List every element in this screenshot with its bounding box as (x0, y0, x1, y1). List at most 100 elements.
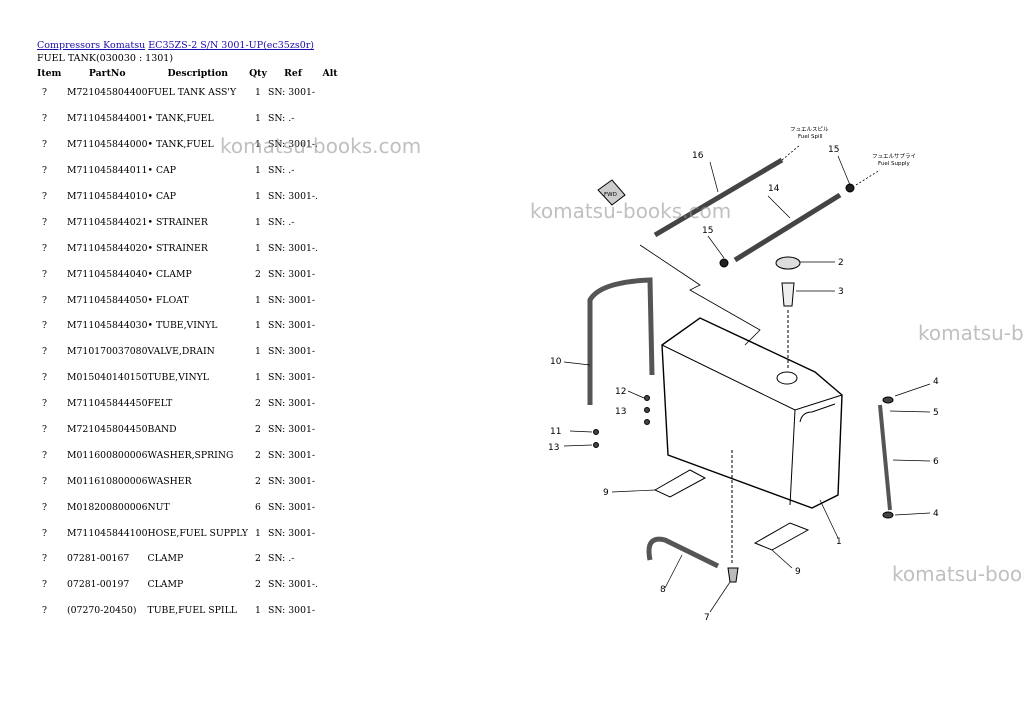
cell-part: M711045844020 (67, 242, 148, 254)
cell-item: ? (42, 294, 47, 306)
cell-desc: BAND (147, 424, 177, 436)
cell-item: ? (42, 553, 47, 565)
cell-part: M710170037080 (67, 346, 148, 358)
cell-ref: SN: 3001- (267, 501, 316, 513)
cell-item: ? (42, 165, 47, 177)
clamp-right (845, 183, 855, 193)
callout-9b: 9 (795, 567, 801, 577)
callout-4a: 4 (933, 377, 939, 387)
cell-item: ? (42, 372, 47, 384)
tube-fuel-spill (653, 157, 784, 238)
breadcrumb-link-compressors[interactable]: Compressors Komatsu (37, 40, 146, 51)
cell-item: ? (42, 113, 47, 125)
cell-qty: 2 (255, 579, 261, 591)
cell-ref: SN: 3001- (267, 372, 316, 384)
cell-part: M015040140150 (67, 372, 148, 384)
fuel-tank-front-edge (789, 409, 796, 506)
cell-part: M711045844001 (67, 113, 148, 125)
spill-arrow (781, 144, 801, 161)
cell-ref: SN: 3001- (267, 87, 316, 99)
header-partno: PartNo (88, 67, 126, 79)
header-description: Description (167, 67, 229, 79)
tube-fuel-supply (733, 192, 842, 263)
cell-qty: 1 (255, 191, 261, 202)
callout-11: 11 (550, 427, 561, 437)
fwd-text: FWD (604, 192, 617, 198)
cell-item: ? (42, 501, 47, 513)
header-ref: Ref (284, 67, 302, 79)
cell-desc: • TANK,FUEL (147, 139, 214, 151)
fuel-tank-filler-neck (776, 371, 798, 385)
cell-item: ? (42, 320, 47, 332)
callout-14: 14 (768, 184, 780, 194)
cell-part: M711045844010 (67, 191, 148, 202)
cell-ref: SN: 3001- (267, 294, 316, 306)
cell-part: M711045844000 (67, 139, 148, 151)
callout-15a: 15 (702, 226, 713, 236)
callout-13a: 13 (615, 407, 626, 417)
breadcrumb: Compressors Komatsu EC35ZS-2 S/N 3001-UP… (37, 40, 314, 51)
hose-fuel-supply (646, 536, 720, 569)
table-header-row: Item PartNo Description Qty Ref Alt (37, 66, 342, 80)
parts-table: Item PartNo Description Qty Ref Alt ?M72… (37, 66, 342, 624)
callout-1: 1 (836, 537, 842, 547)
strainer-part (781, 282, 795, 307)
cell-item: ? (42, 346, 47, 358)
cell-item: ? (42, 475, 47, 487)
callout-15b: 15 (828, 145, 839, 155)
cell-qty: 1 (255, 372, 261, 384)
cell-qty: 1 (255, 605, 261, 617)
cell-qty: 1 (255, 346, 261, 358)
cell-part: M711045844011 (67, 165, 148, 177)
cell-ref: SN: .- (267, 553, 295, 565)
cell-qty: 1 (255, 113, 261, 125)
cell-part: M721045804400 (67, 87, 148, 99)
cell-part: M711045844450 (67, 398, 148, 410)
callout-4b: 4 (933, 509, 939, 519)
cell-ref: SN: 3001- (267, 475, 316, 487)
callout-13b: 13 (548, 443, 559, 453)
cell-ref: SN: 3001- (267, 320, 316, 332)
callout-6: 6 (933, 457, 939, 467)
cell-qty: 2 (255, 553, 261, 565)
breadcrumb-link-model[interactable]: EC35ZS-2 S/N 3001-UP(ec35zs0r) (148, 40, 314, 51)
cell-item: ? (42, 216, 47, 228)
cell-qty: 1 (255, 139, 261, 151)
cell-qty: 1 (255, 216, 261, 228)
cell-desc: • CLAMP (147, 268, 192, 280)
fuel-supply-jp-label: フュエルサプライ (872, 153, 916, 160)
cell-desc: • TANK,FUEL (147, 113, 214, 125)
cell-desc: WASHER (147, 475, 192, 487)
header-qty: Qty (249, 67, 267, 79)
felt-right (753, 522, 810, 551)
cell-ref: SN: 3001- (267, 398, 316, 410)
cell-desc: • CAP (147, 165, 177, 177)
cell-part: M711045844050 (67, 294, 148, 306)
nut-upper (882, 396, 894, 404)
callout-7: 7 (704, 613, 710, 623)
cell-part: M011600800006 (67, 449, 148, 461)
cell-ref: SN: .- (267, 216, 295, 228)
cell-part: M721045804450 (67, 424, 148, 436)
cell-desc: • CAP (147, 191, 177, 202)
callout-3: 3 (838, 287, 844, 297)
fuel-supply-en-label: Fuel Supply (878, 161, 910, 167)
cell-item: ? (42, 424, 47, 436)
fuel-tank-top-edge (661, 344, 843, 411)
cap-part (775, 256, 801, 270)
clamp-upper (719, 258, 729, 268)
cell-desc: TUBE,FUEL SPILL (147, 605, 237, 617)
cell-item: ? (42, 605, 47, 617)
cell-qty: 2 (255, 449, 261, 461)
cell-desc: • STRAINER (147, 216, 208, 228)
